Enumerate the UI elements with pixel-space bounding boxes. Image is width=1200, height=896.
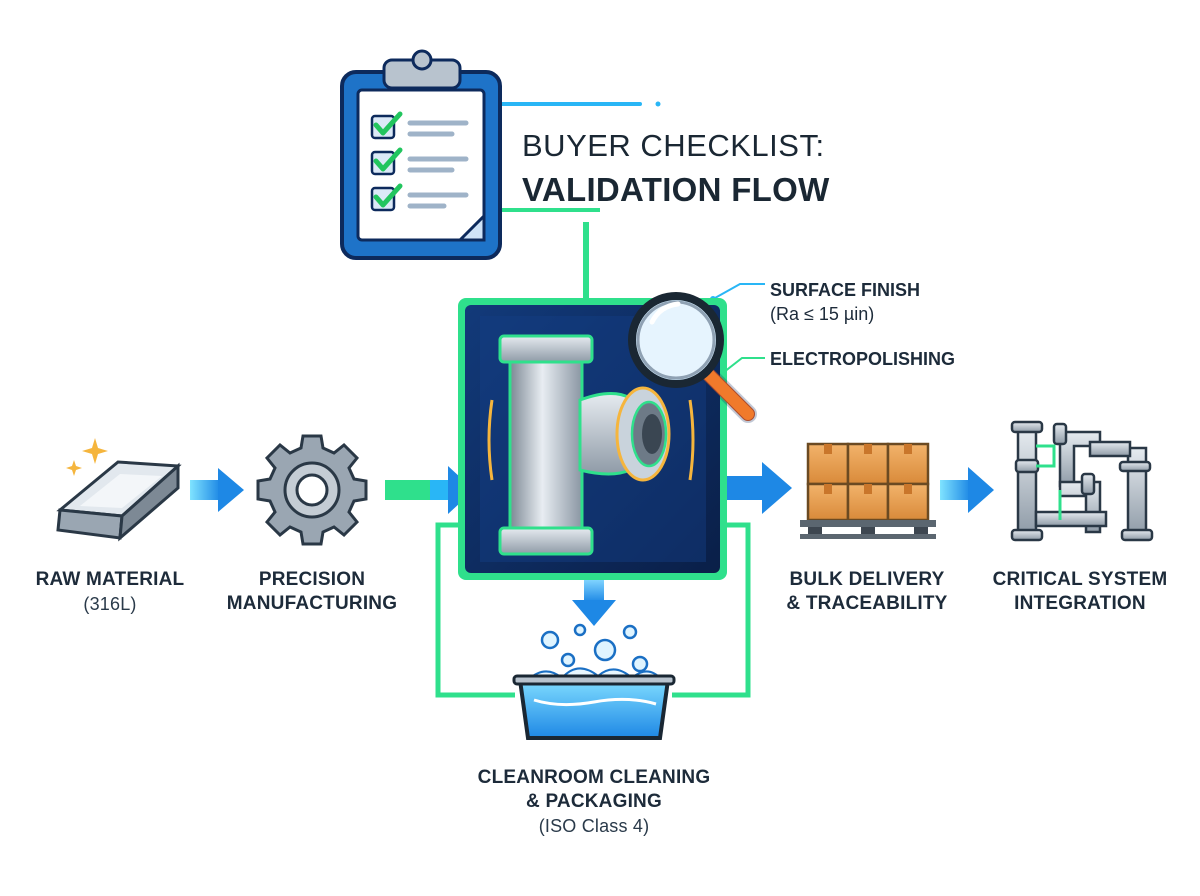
step-integration-line-1: CRITICAL SYSTEM [992,569,1168,590]
metal-ingot-icon [56,460,182,542]
magnifying-glass-icon [628,292,757,423]
tee-fitting-icon [498,334,671,556]
callout-electropolishing-label: ELECTROPOLISHING [770,349,956,369]
step-cleaning-line-1: CLEANROOM CLEANING [477,767,711,788]
pipe-system-icon [1010,420,1154,542]
step-delivery-line-2: & TRACEABILITY [786,593,948,614]
step-cleaning: CLEANROOM CLEANING & PACKAGING (ISO Clas… [460,766,728,838]
callout-surface-finish-sub: (Ra ≤ 15 µin) [770,304,875,324]
step-raw-material: RAW MATERIAL (316L) [20,568,200,616]
sparkle-icon [66,438,108,476]
clipboard-checklist-icon [340,49,502,260]
page-title: BUYER CHECKLIST: VALIDATION FLOW [522,124,830,212]
arrow-delivery-to-integration [940,467,994,513]
title-line-2: VALIDATION FLOW [522,171,830,208]
step-raw-material-label: RAW MATERIAL [35,569,185,590]
arrow-inspection-to-delivery [727,462,792,514]
step-manufacturing: PRECISION MANUFACTURING [222,568,402,616]
pallet-boxes-icon [800,442,936,539]
pipe-system-accent [1036,444,1056,468]
step-integration: CRITICAL SYSTEM INTEGRATION [982,568,1178,616]
arrow-inspection-to-cleaning [572,580,616,626]
callout-electropolishing: ELECTROPOLISHING [770,347,955,371]
step-delivery-line-1: BULK DELIVERY [789,569,945,590]
cleaning-basin-icon [512,623,676,740]
callout-surface-finish-label: SURFACE FINISH [770,280,921,300]
step-cleaning-line-2: & PACKAGING [526,791,662,812]
gear-icon [256,434,368,546]
step-manufacturing-line-2: MANUFACTURING [226,593,398,614]
step-delivery: BULK DELIVERY & TRACEABILITY [772,568,962,616]
step-raw-material-sub: (316L) [83,594,137,614]
title-line-1: BUYER CHECKLIST: [522,128,825,163]
callout-surface-finish: SURFACE FINISH (Ra ≤ 15 µin) [770,278,920,326]
arrow-raw-to-manufacturing [190,468,244,512]
step-manufacturing-line-1: PRECISION [258,569,366,590]
step-cleaning-sub: (ISO Class 4) [538,816,650,836]
step-integration-line-2: INTEGRATION [1014,593,1146,614]
